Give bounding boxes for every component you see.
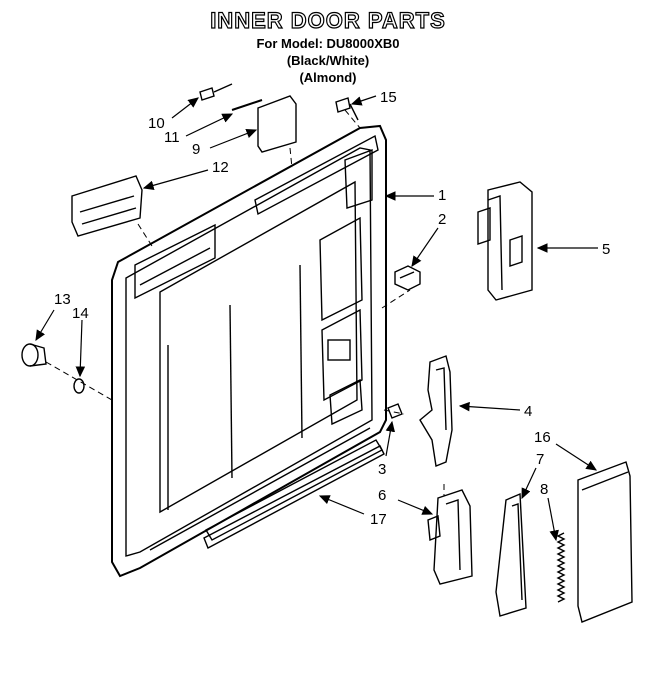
callout-16: 16 [534, 429, 551, 446]
callout-2: 2 [438, 211, 446, 228]
color-variant-1: (Black/White) [286, 53, 370, 68]
callout-labels: 1 2 3 4 5 6 7 8 9 10 11 12 13 14 15 16 1… [54, 89, 610, 528]
part-cover-plate [257, 95, 297, 153]
callout-leaders [35, 95, 598, 542]
part-spring [556, 532, 566, 603]
part-clip [394, 265, 421, 291]
part-handle-bracket [71, 175, 143, 237]
part-actuator [427, 489, 473, 585]
callout-15: 15 [380, 89, 397, 106]
part-side-panel [577, 461, 633, 623]
part-inner-door-panel [111, 124, 387, 578]
guide-lines [45, 109, 445, 496]
color-variant-2: (Almond) [299, 70, 357, 85]
callout-12: 12 [212, 159, 229, 176]
part-nut [387, 403, 403, 419]
model-number: For Model: DU8000XB0 [256, 36, 400, 51]
callout-4: 4 [524, 403, 532, 420]
part-vent-strip [203, 439, 385, 549]
callout-1: 1 [438, 187, 446, 204]
callout-11: 11 [164, 129, 180, 146]
callout-10: 10 [148, 115, 165, 132]
callout-8: 8 [540, 481, 548, 498]
callout-6: 6 [378, 487, 386, 504]
part-knob [21, 343, 47, 367]
part-pin [231, 99, 263, 111]
part-latch [419, 355, 453, 467]
callout-9: 9 [192, 141, 200, 158]
callout-13: 13 [54, 291, 71, 308]
part-lever [495, 492, 527, 617]
callout-7: 7 [536, 451, 544, 468]
part-washer [73, 378, 85, 394]
diagram-title: INNER DOOR PARTS [210, 7, 446, 33]
callout-5: 5 [602, 241, 610, 258]
part-screw [199, 83, 233, 101]
callout-3: 3 [378, 461, 386, 478]
part-screw-top [335, 97, 359, 121]
callout-14: 14 [72, 305, 89, 322]
part-switch [477, 181, 533, 301]
callout-17: 17 [370, 511, 387, 528]
